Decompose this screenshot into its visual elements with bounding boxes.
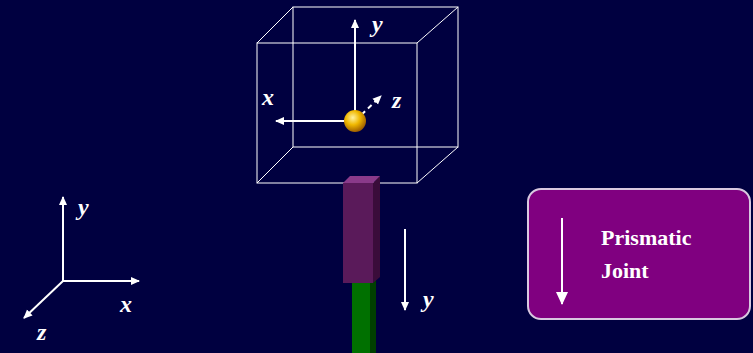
axis-label: y [372, 10, 383, 38]
wireframe-cube [257, 7, 458, 183]
arrow-symbol [529, 190, 599, 322]
legend-box: Prismatic Joint [527, 188, 751, 320]
axis-label: z [392, 86, 401, 114]
local-axes [276, 20, 381, 121]
axis-label: x [262, 83, 274, 111]
motion-label: y [423, 285, 434, 313]
axis-label: x [120, 290, 132, 318]
axis-label: z [37, 318, 46, 346]
sliding-link [343, 176, 380, 283]
axis-label: y [78, 193, 89, 221]
joint-ball [344, 110, 366, 132]
legend-text: Prismatic Joint [601, 190, 741, 287]
motion-arrow [404, 229, 406, 310]
